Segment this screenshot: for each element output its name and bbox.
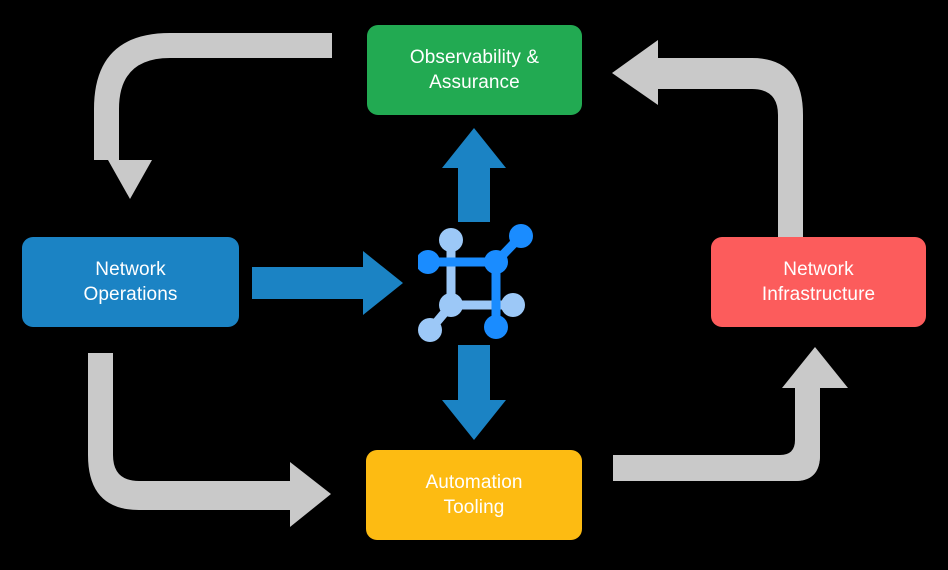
node-label-automation-tooling: Automation Tooling [425,470,522,521]
node-label-line2: Assurance [429,72,520,93]
node-label-line1: Network [783,258,854,280]
arrow-automation-to-infrastructure [613,347,848,481]
node-label-line2: Operations [83,284,178,305]
arrow-observability-to-operations [94,33,332,199]
mesh-nodes-bright [418,224,533,339]
network-mesh-icon [418,224,533,342]
node-label-line1: Automation [425,471,523,493]
node-label-line2: Infrastructure [761,284,876,305]
node-label-network-operations: Network Operations [84,257,178,308]
node-label-observability: Observability & Assurance [410,45,539,96]
node-box-automation-tooling[interactable]: Automation Tooling [366,450,582,540]
arrow-operations-to-automation [88,353,331,527]
node-label-line2: Tooling [443,497,505,518]
node-box-network-operations[interactable]: Network Operations [22,237,239,327]
node-box-observability[interactable]: Observability & Assurance [367,25,582,115]
node-label-network-infrastructure: Network Infrastructure [762,257,875,308]
arrow-center-to-automation [442,345,506,440]
node-box-network-infrastructure[interactable]: Network Infrastructure [711,237,926,327]
arrow-infrastructure-to-observability [612,40,803,237]
arrow-center-to-observability [442,128,506,222]
node-label-line1: Network [95,258,166,280]
mesh-nodes-light [418,228,525,342]
arrow-operations-to-center [252,251,403,315]
node-label-line1: Observability & [409,46,540,68]
arrow-automation-to-infrastructure-tail [613,400,820,481]
